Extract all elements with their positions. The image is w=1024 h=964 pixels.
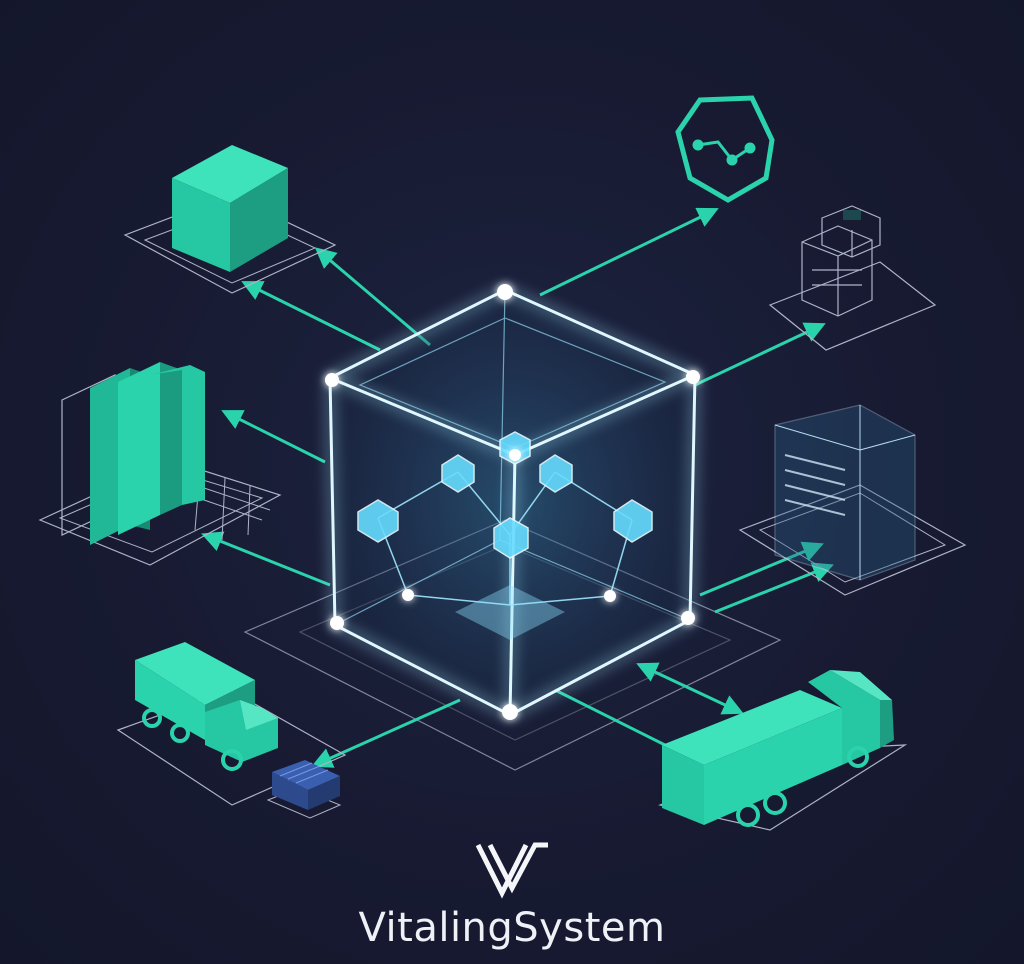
- arrow-package-return: [241, 281, 381, 352]
- rack-structure-icon: [768, 205, 937, 351]
- arrow-from-server: [714, 562, 834, 614]
- package-box-icon: [123, 145, 337, 294]
- arrow-to-warehouse: [221, 410, 326, 464]
- arrow-hub-lower-right: [554, 688, 666, 747]
- arrow-to-package-box: [314, 247, 431, 347]
- server-cabinet-icon: [738, 404, 967, 596]
- arrow-to-server: [699, 541, 824, 597]
- arrow-to-rack: [694, 322, 826, 387]
- box-truck-icon: [116, 642, 347, 806]
- brand-name: VitalingSystem: [358, 905, 666, 951]
- warehouse-shelves-icon: [38, 362, 282, 566]
- v-mark-logo: [475, 842, 548, 899]
- network-hexagon-icon: [675, 95, 775, 203]
- arrow-to-hexagon: [539, 207, 719, 297]
- delivery-truck-icon: [657, 670, 908, 831]
- hub-cube-icon: [324, 284, 701, 721]
- arrow-to-box-truck: [311, 698, 461, 768]
- crate-icon: [266, 760, 342, 819]
- arrow-to-delivery-truck: [636, 662, 744, 715]
- arrow-to-warehouse-lower: [201, 531, 331, 587]
